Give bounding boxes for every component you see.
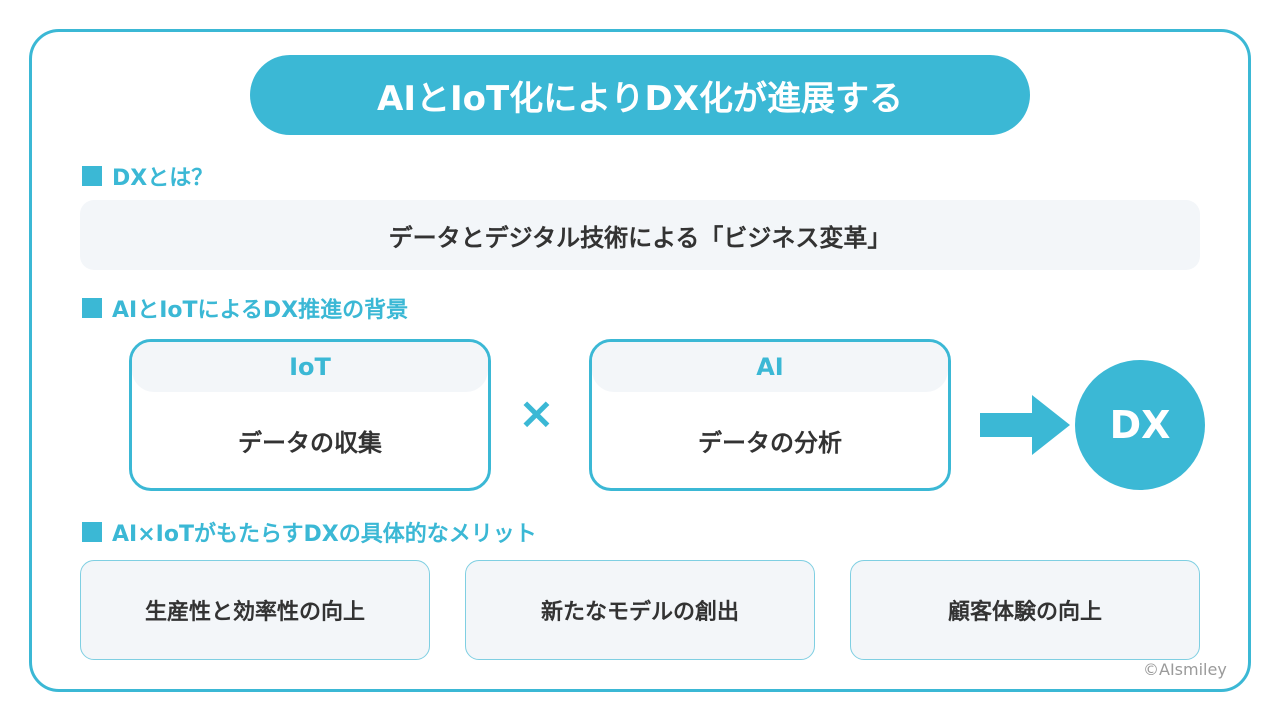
- iot-label: IoT: [132, 342, 488, 392]
- times-icon: ×: [518, 388, 555, 439]
- iot-card: IoT データの収集: [129, 339, 491, 491]
- iot-text: データの収集: [238, 428, 382, 457]
- section-label: AI×IoTがもたらすDXの具体的なメリット: [112, 522, 537, 547]
- square-icon: [82, 522, 102, 542]
- section-heading-background: AIとIoTによるDX推進の背景: [82, 292, 408, 324]
- section-label: DXとは？: [112, 166, 214, 191]
- copyright: ©AIsmiley: [1143, 660, 1227, 679]
- arrow-right-icon: [980, 395, 1070, 455]
- square-icon: [82, 166, 102, 186]
- page-title: AIとIoT化によりDX化が進展する: [250, 55, 1030, 135]
- section-heading-dx: DXとは？: [82, 160, 213, 192]
- ai-text: データの分析: [698, 428, 842, 457]
- dx-definition: データとデジタル技術による「ビジネス変革」: [80, 200, 1200, 270]
- ai-label: AI: [592, 342, 948, 392]
- section-label: AIとIoTによるDX推進の背景: [112, 298, 409, 323]
- merit-card: 新たなモデルの創出: [465, 560, 815, 660]
- square-icon: [82, 298, 102, 318]
- ai-card: AI データの分析: [589, 339, 951, 491]
- merit-card: 生産性と効率性の向上: [80, 560, 430, 660]
- dx-circle: DX: [1075, 360, 1205, 490]
- merit-card: 顧客体験の向上: [850, 560, 1200, 660]
- section-heading-merits: AI×IoTがもたらすDXの具体的なメリット: [82, 516, 537, 548]
- frame: [29, 29, 1251, 692]
